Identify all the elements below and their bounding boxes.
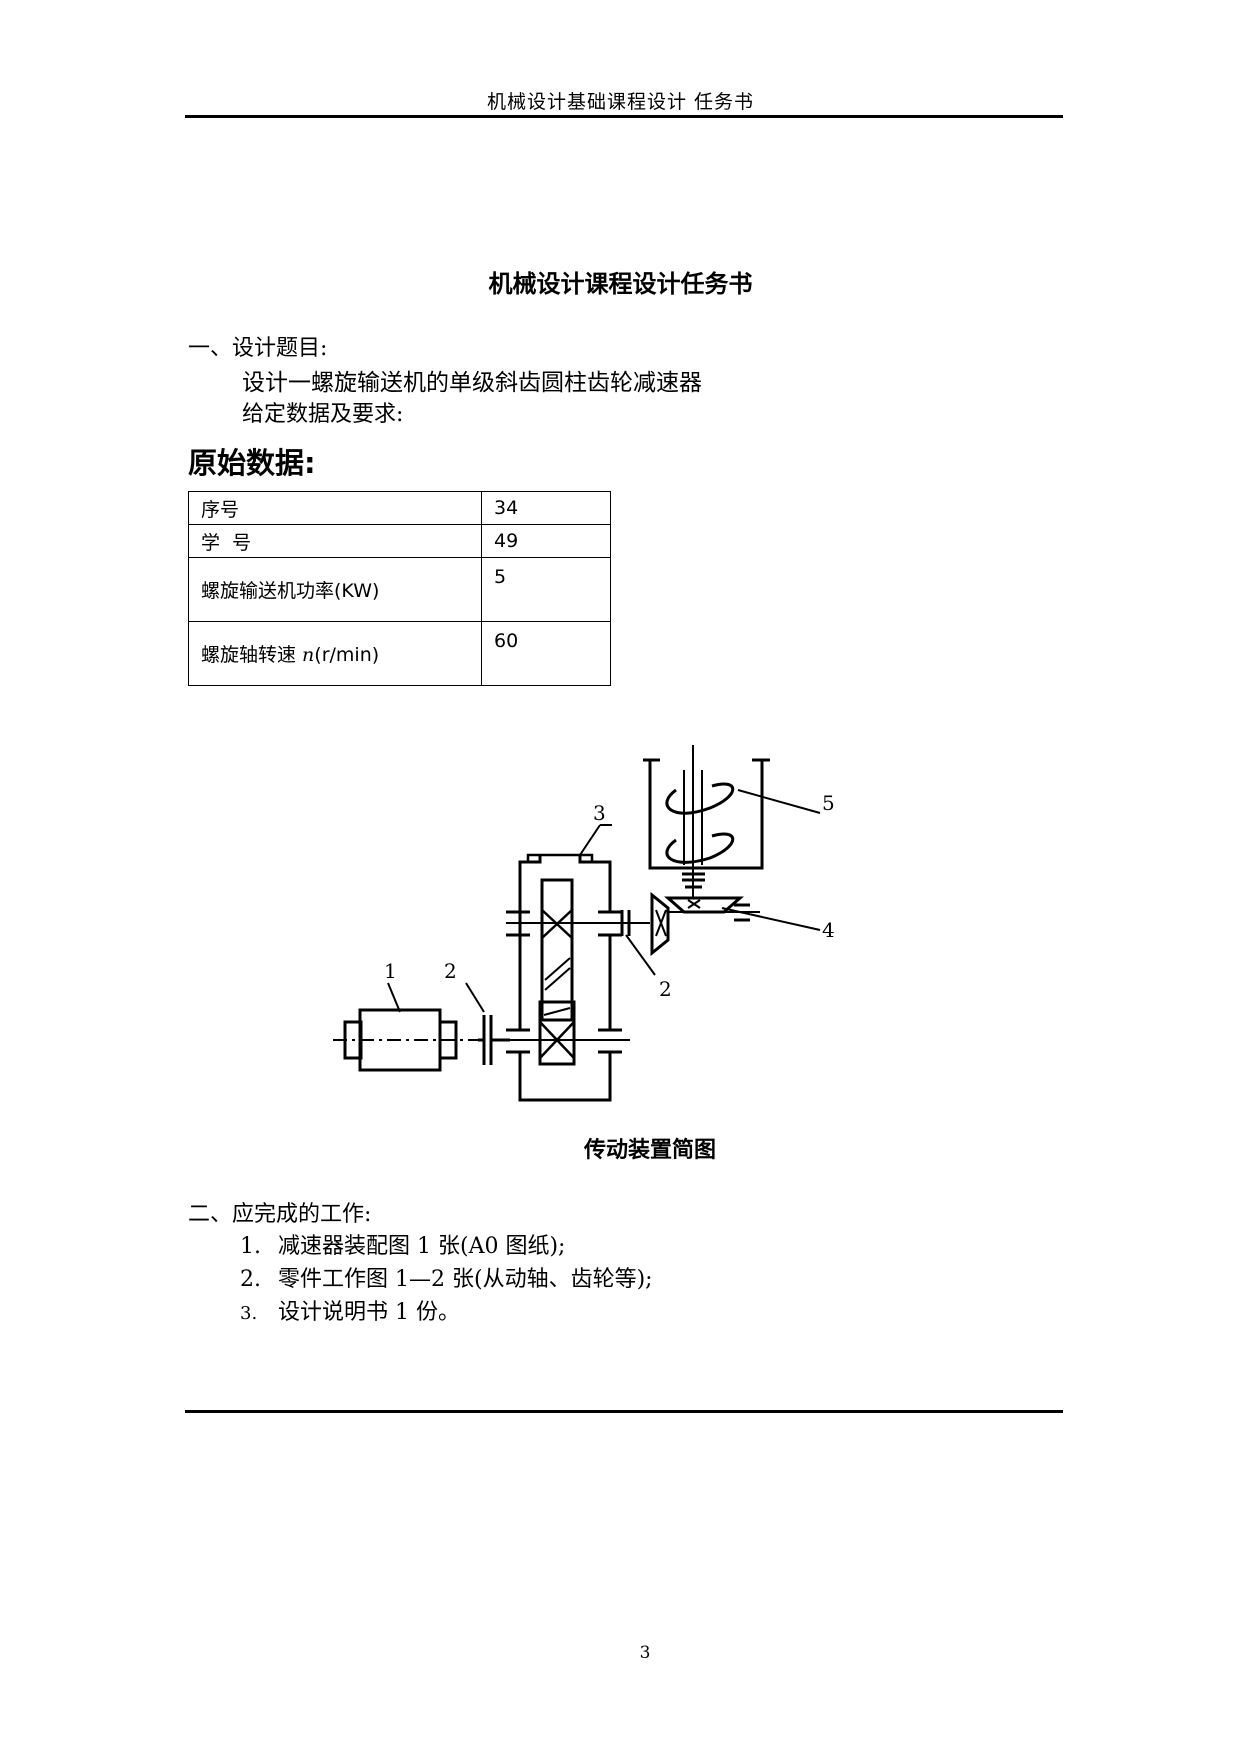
coupling-right [620,910,631,936]
table-row: 螺旋输送机功率(KW) 5 [188,557,611,622]
row-value: 34 [481,491,611,525]
table-row: 学 号 49 [188,524,611,558]
work-item: 3. 设计说明书 1 份。 [240,1294,460,1326]
label-suffix: (r/min) [314,644,380,666]
variable-n: n [302,644,315,666]
leader-lines [387,789,821,1013]
section2-heading: 二、应完成的工作: [188,1202,372,1227]
work-item: 2. 零件工作图 1—2 张(从动轴、齿轮等); [240,1261,653,1293]
diagram-label-3: 3 [593,801,606,825]
row-label: 螺旋输送机功率(KW) [188,557,482,622]
original-data-table: 序号 34 学 号 49 螺旋输送机功率(KW) 5 螺旋轴转速 n(r/min… [188,491,611,686]
reducer [491,853,650,1102]
running-header: 机械设计基础课程设计 任务书 [486,91,755,113]
table-row: 螺旋轴转速 n(r/min) 60 [188,621,611,686]
header-rule [185,115,1063,118]
vertical-shaft [682,745,705,898]
original-data-title: 原始数据: [188,446,316,480]
screw-conveyor [643,758,770,870]
document-title: 机械设计课程设计任务书 [488,270,753,298]
work-item-text: 设计说明书 1 份。 [278,1300,460,1325]
section1-heading: 一、设计题目: [188,336,328,361]
work-item-number: 2. [240,1267,261,1292]
diagram-label-5: 5 [822,791,835,815]
work-item-text: 零件工作图 1—2 张(从动轴、齿轮等); [278,1267,653,1292]
diagram-caption: 传动装置简图 [583,1138,716,1163]
page-number: 3 [639,1643,651,1663]
work-item-text: 减速器装配图 1 张(A0 图纸); [278,1234,566,1259]
diagram-label-1: 1 [384,959,397,983]
row-value: 49 [481,524,611,558]
diagram-label-4: 4 [822,918,835,942]
work-item-number: 1. [240,1234,261,1259]
row-label: 学 号 [188,524,482,558]
table-row: 序号 34 [188,491,611,525]
label-prefix: 螺旋轴转速 [201,644,303,666]
diagram-label-2-left: 2 [444,959,457,983]
work-item-number: 3. [240,1303,258,1324]
footer-rule [185,1410,1063,1413]
row-value: 60 [481,621,611,686]
bevel-gears [650,891,760,957]
row-label: 螺旋轴转速 n(r/min) [188,621,482,686]
design-topic: 设计一螺旋输送机的单级斜齿圆柱齿轮减速器 [242,370,702,396]
diagram-label-2-right: 2 [659,977,672,1001]
work-item: 1. 减速器装配图 1 张(A0 图纸); [240,1228,565,1260]
given-data-label: 给定数据及要求: [242,402,404,427]
motor [333,1008,478,1072]
